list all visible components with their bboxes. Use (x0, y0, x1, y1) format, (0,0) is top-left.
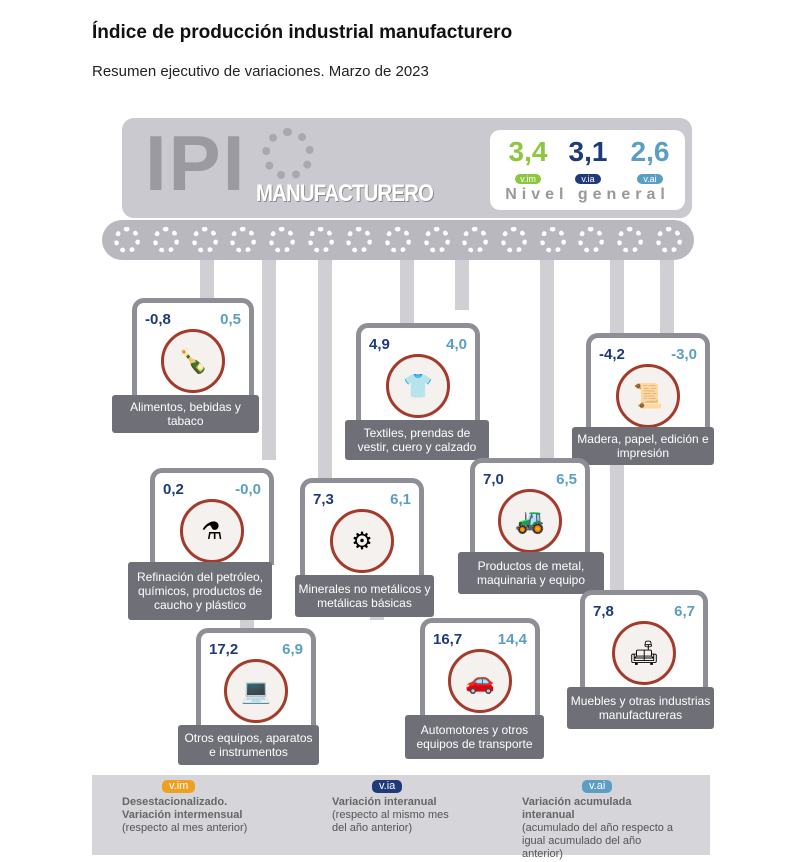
legend-note: (acumulado del año respecto a igual acum… (522, 822, 674, 860)
gear-icon (655, 227, 682, 253)
pipe (318, 260, 332, 480)
refinery-icon: ⚗ (180, 499, 244, 563)
legend-title: Desestacionalizado. Variación intermensu… (122, 796, 243, 821)
sector-card: -4,2 -3,0 📜 (586, 333, 710, 430)
vai-badge: v.ai (637, 174, 663, 184)
pipe (400, 260, 414, 325)
via-value: 7,3 (313, 491, 334, 508)
general-vim-value: 3,4 (508, 136, 548, 167)
vai-value: -3,0 (671, 346, 697, 363)
gear-icon (114, 227, 141, 253)
gear-icon (539, 227, 566, 253)
gear-icon (384, 227, 411, 253)
via-value: 4,9 (369, 336, 390, 353)
pipe (660, 260, 674, 335)
vai-value: 6,9 (282, 641, 303, 658)
via-value: -4,2 (599, 346, 625, 363)
general-vai-value: 2,6 (630, 136, 670, 167)
pipe (200, 260, 214, 300)
sector-card: 16,7 14,4 🚗 (420, 618, 540, 718)
page-subtitle: Resumen ejecutivo de variaciones. Marzo … (92, 63, 429, 80)
vai-value: 0,5 (220, 311, 241, 328)
sector-label: Productos de metal, maquinaria y equipo (458, 552, 604, 594)
sector-label: Textiles, prendas de vestir, cuero y cal… (345, 420, 489, 460)
gear-icon (230, 227, 257, 253)
sector-label: Madera, papel, edición e impresión (572, 427, 714, 465)
gear-icon (191, 227, 218, 253)
sector-label: Refinación del petróleo, químicos, produ… (128, 562, 272, 620)
tractor-icon: 🚜 (498, 489, 562, 553)
via-value: 0,2 (163, 481, 184, 498)
vai-value: 4,0 (446, 336, 467, 353)
sector-card: 7,0 6,5 🚜 (470, 458, 590, 555)
sector-label: Muebles y otras industrias manufacturera… (567, 687, 714, 729)
clothes-icon: 👕 (386, 354, 450, 418)
paper-icon: 📜 (616, 364, 680, 428)
legend-vim: v.im Desestacionalizado. Variación inter… (122, 780, 252, 835)
general-via-value: 3,1 (568, 136, 608, 167)
sector-card: 0,2 -0,0 ⚗ (150, 468, 274, 565)
cement-mixer-icon: ⚙ (330, 509, 394, 573)
furniture-icon: 🛋 (612, 621, 676, 685)
legend-note: (respecto al mes anterior) (122, 822, 248, 834)
gear-icon (578, 227, 605, 253)
vai-value: -0,0 (235, 481, 261, 498)
legend: v.im Desestacionalizado. Variación inter… (92, 775, 710, 860)
via-badge: v.ia (372, 780, 403, 793)
vim-badge: v.im (162, 780, 196, 793)
ipi-logo: IPI (145, 119, 247, 207)
vai-value: 14,4 (497, 631, 527, 648)
manufacturero-logo: MANUFACTURERO (256, 180, 434, 207)
legend-title: Variación acumulada interanual (522, 796, 632, 821)
general-level-label: Nivel general (505, 186, 670, 203)
sector-card: 4,9 4,0 👕 (356, 323, 480, 423)
sector-card: 17,2 6,9 💻 (196, 628, 316, 728)
sector-label: Alimentos, bebidas y tabaco (112, 395, 259, 433)
via-value: 7,0 (483, 471, 504, 488)
legend-vai: v.ai Variación acumulada interanual (acu… (522, 780, 682, 861)
sector-label: Otros equipos, aparatos e instrumentos (178, 725, 319, 765)
legend-title: Variación interanual (332, 796, 437, 808)
legend-note: (respecto al mismo mes del año anterior) (332, 809, 449, 834)
pipe (540, 260, 554, 460)
gear-icon (346, 227, 373, 253)
gear-icon (152, 227, 179, 253)
conveyor-belt (102, 220, 694, 260)
gear-icon (462, 227, 489, 253)
bottle-bread-icon: 🍾 (161, 329, 225, 393)
gear-icon (423, 227, 450, 253)
sector-card: 7,3 6,1 ⚙ (300, 478, 424, 578)
vai-value: 6,5 (556, 471, 577, 488)
vai-badge: v.ai (582, 780, 613, 793)
vai-value: 6,7 (674, 603, 695, 620)
via-badge: v.ia (575, 174, 601, 184)
sector-card: 7,8 6,7 🛋 (580, 590, 708, 690)
gear-icon (500, 227, 527, 253)
general-level-panel: 3,4 v.im 3,1 v.ia 2,6 v.ai Nivel general (490, 130, 685, 210)
page-title: Índice de producción industrial manufact… (92, 22, 513, 43)
gear-icon (307, 227, 334, 253)
gear-icon (616, 227, 643, 253)
via-value: 7,8 (593, 603, 614, 620)
gear-icon (262, 128, 314, 180)
vai-value: 6,1 (390, 491, 411, 508)
legend-via: v.ia Variación interanual (respecto al m… (332, 780, 452, 835)
gear-icon (268, 227, 295, 253)
via-value: 16,7 (433, 631, 463, 648)
pipe (455, 260, 469, 310)
computer-icon: 💻 (224, 659, 288, 723)
vim-badge: v.im (515, 174, 541, 184)
car-icon: 🚗 (448, 649, 512, 713)
pipe (262, 260, 276, 460)
sector-label: Minerales no metálicos y metálicas básic… (295, 575, 434, 617)
sector-card: -0,8 0,5 🍾 (132, 298, 254, 398)
via-value: -0,8 (145, 311, 171, 328)
sector-label: Automotores y otros equipos de transport… (405, 715, 544, 759)
via-value: 17,2 (209, 641, 239, 658)
